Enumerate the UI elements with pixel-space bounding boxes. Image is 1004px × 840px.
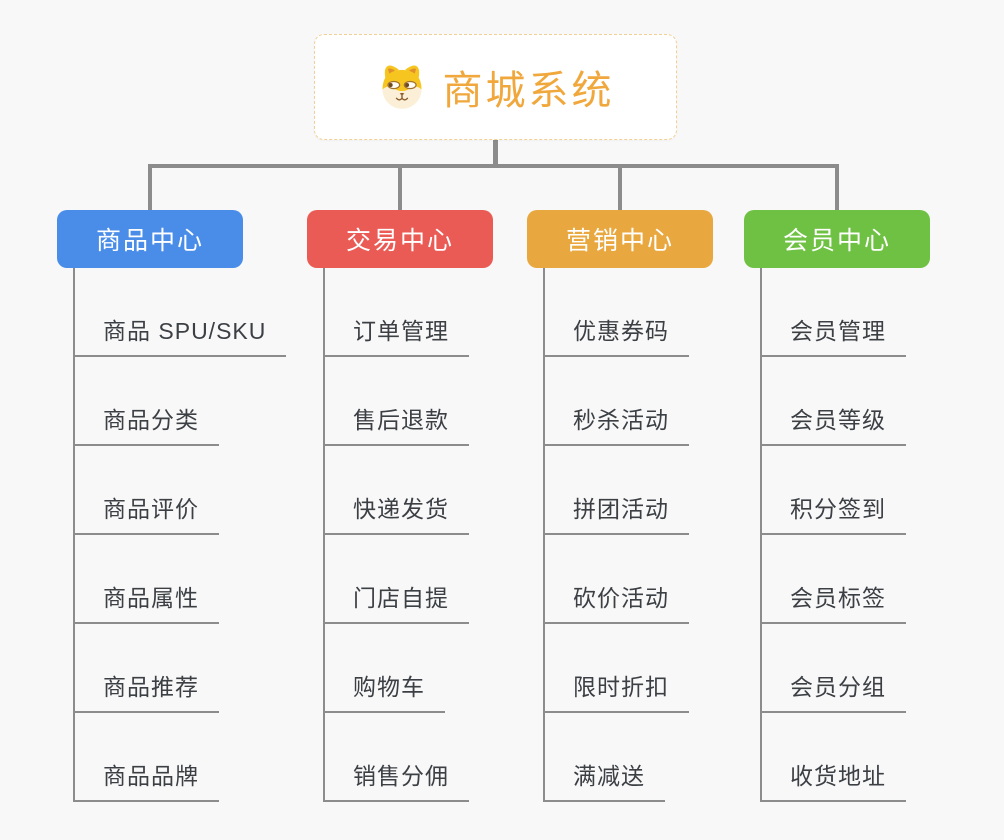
- item-label: 售后退款: [325, 401, 469, 446]
- list-item[interactable]: 售后退款: [325, 357, 469, 446]
- list-item[interactable]: 秒杀活动: [545, 357, 689, 446]
- connector-lines: [148, 140, 839, 211]
- item-label: 订单管理: [325, 312, 469, 357]
- item-label: 会员管理: [762, 312, 906, 357]
- branch-label: 交易中心: [345, 227, 454, 255]
- item-label: 优惠券码: [545, 312, 689, 357]
- list-item[interactable]: 订单管理: [325, 268, 469, 357]
- list-item[interactable]: 商品品牌: [75, 713, 286, 802]
- list-item[interactable]: 销售分佣: [325, 713, 469, 802]
- branch-node-product-center[interactable]: 商品中心: [57, 210, 243, 268]
- item-label: 会员等级: [762, 401, 906, 446]
- branch-node-trade-center[interactable]: 交易中心: [307, 210, 493, 268]
- branch-children: 订单管理 售后退款 快递发货 门店自提 购物车 销售分佣: [323, 268, 469, 802]
- list-item[interactable]: 商品分类: [75, 357, 286, 446]
- item-label: 会员标签: [762, 579, 906, 624]
- list-item[interactable]: 商品推荐: [75, 624, 286, 713]
- item-label: 拼团活动: [545, 490, 689, 535]
- item-label: 收货地址: [762, 757, 906, 802]
- branch-column-trade-center: 交易中心 订单管理 售后退款 快递发货 门店自提 购物车 销售分佣: [307, 210, 493, 802]
- item-label: 商品评价: [75, 490, 219, 535]
- dog-face-icon: [377, 62, 427, 112]
- list-item[interactable]: 商品属性: [75, 535, 286, 624]
- item-label: 快递发货: [325, 490, 469, 535]
- branch-children: 商品 SPU/SKU 商品分类 商品评价 商品属性 商品推荐 商品品牌: [73, 268, 287, 802]
- branch-node-marketing-center[interactable]: 营销中心: [527, 210, 713, 268]
- list-item[interactable]: 满减送: [545, 713, 689, 802]
- item-label: 会员分组: [762, 668, 906, 713]
- branch-children: 会员管理 会员等级 积分签到 会员标签 会员分组 收货地址: [760, 268, 906, 802]
- item-label: 秒杀活动: [545, 401, 689, 446]
- list-item[interactable]: 优惠券码: [545, 268, 689, 357]
- list-item[interactable]: 商品评价: [75, 446, 286, 535]
- branch-children: 优惠券码 秒杀活动 拼团活动 砍价活动 限时折扣 满减送: [543, 268, 689, 802]
- list-item[interactable]: 会员管理: [762, 268, 906, 357]
- list-item[interactable]: 门店自提: [325, 535, 469, 624]
- list-item[interactable]: 会员分组: [762, 624, 906, 713]
- item-label: 积分签到: [762, 490, 906, 535]
- root-title: 商城系统: [442, 69, 615, 113]
- branch-column-product-center: 商品中心 商品 SPU/SKU 商品分类 商品评价 商品属性 商品推荐 商品品牌: [57, 210, 287, 802]
- item-label: 商品分类: [75, 401, 219, 446]
- item-label: 商品推荐: [75, 668, 219, 713]
- branch-label: 商品中心: [95, 227, 204, 255]
- item-label: 购物车: [325, 668, 445, 713]
- list-item[interactable]: 商品 SPU/SKU: [75, 268, 287, 357]
- item-label: 商品属性: [75, 579, 219, 624]
- list-item[interactable]: 收货地址: [762, 713, 906, 802]
- item-label: 限时折扣: [545, 668, 689, 713]
- list-item[interactable]: 快递发货: [325, 446, 469, 535]
- list-item[interactable]: 购物车: [325, 624, 469, 713]
- list-item[interactable]: 限时折扣: [545, 624, 689, 713]
- item-label: 门店自提: [325, 579, 469, 624]
- list-item[interactable]: 会员标签: [762, 535, 906, 624]
- item-label: 商品 SPU/SKU: [75, 312, 287, 357]
- branch-label: 营销中心: [565, 227, 674, 255]
- item-label: 满减送: [545, 757, 665, 802]
- list-item[interactable]: 砍价活动: [545, 535, 689, 624]
- branch-node-member-center[interactable]: 会员中心: [744, 210, 930, 268]
- branch-column-marketing-center: 营销中心 优惠券码 秒杀活动 拼团活动 砍价活动 限时折扣 满减送: [527, 210, 713, 802]
- item-label: 商品品牌: [75, 757, 219, 802]
- branch-label: 会员中心: [782, 227, 891, 255]
- list-item[interactable]: 会员等级: [762, 357, 906, 446]
- list-item[interactable]: 拼团活动: [545, 446, 689, 535]
- item-label: 销售分佣: [325, 757, 469, 802]
- list-item[interactable]: 积分签到: [762, 446, 906, 535]
- item-label: 砍价活动: [545, 579, 689, 624]
- branch-column-member-center: 会员中心 会员管理 会员等级 积分签到 会员标签 会员分组 收货地址: [744, 210, 930, 802]
- root-node[interactable]: 商城系统: [314, 34, 677, 140]
